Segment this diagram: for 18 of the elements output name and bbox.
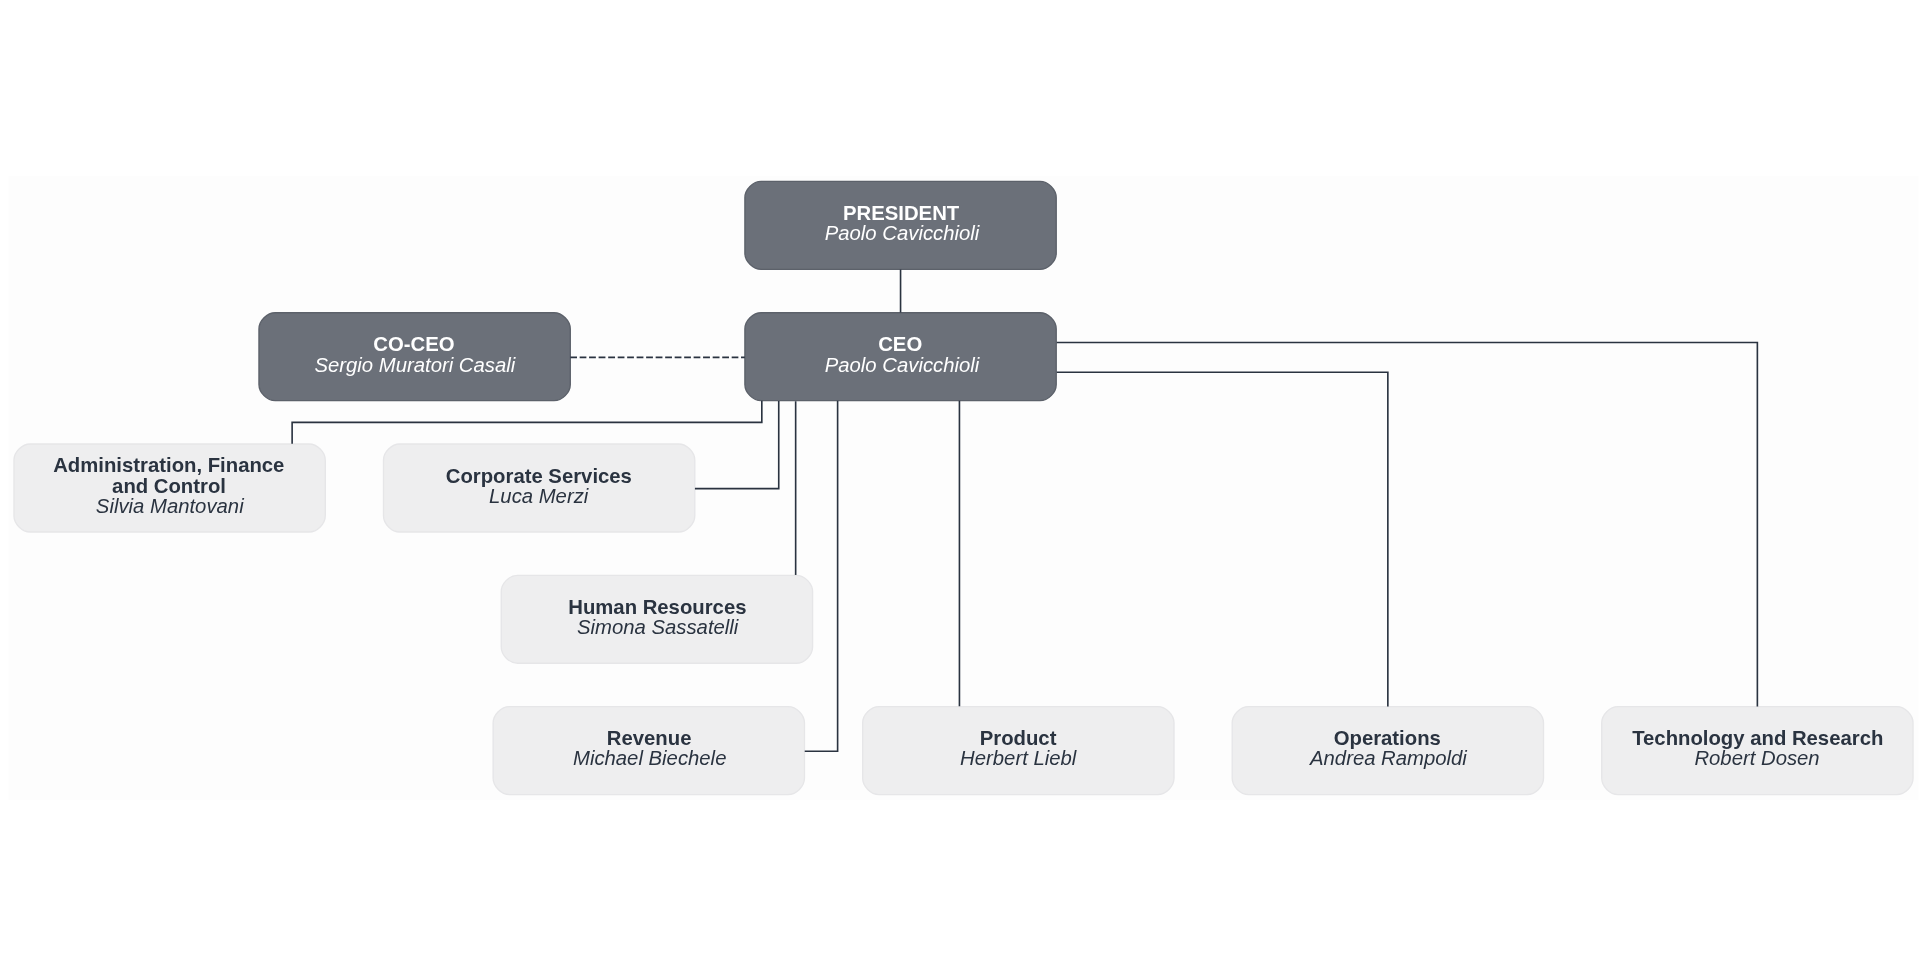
connector — [803, 399, 839, 752]
node-box: PRESIDENT Paolo Cavicchioli — [744, 180, 1057, 270]
connector — [794, 399, 797, 576]
node-box: Revenue Michael Biechele — [492, 705, 806, 795]
node-box: Administration, Finance and Control Silvia Mantovani — [13, 442, 326, 533]
connector — [958, 399, 961, 707]
connector — [569, 356, 746, 358]
node-box: Product Herbert Liebl — [862, 705, 1175, 795]
connector — [694, 399, 780, 489]
connector — [1055, 341, 1759, 707]
node-box: Technology and Research Robert Dosen — [1601, 705, 1914, 795]
node-box: Operations Andrea Rampoldi — [1231, 705, 1545, 795]
node-box: CEO Paolo Cavicchioli — [744, 311, 1057, 401]
connector — [1055, 370, 1389, 707]
node-box: CO-CEO Sergio Muratori Casali — [258, 311, 571, 401]
node-box: Corporate Services Luca Merzi — [382, 442, 696, 533]
node-box: Human Resources Simona Sassatelli — [500, 574, 814, 664]
connector — [899, 268, 902, 313]
